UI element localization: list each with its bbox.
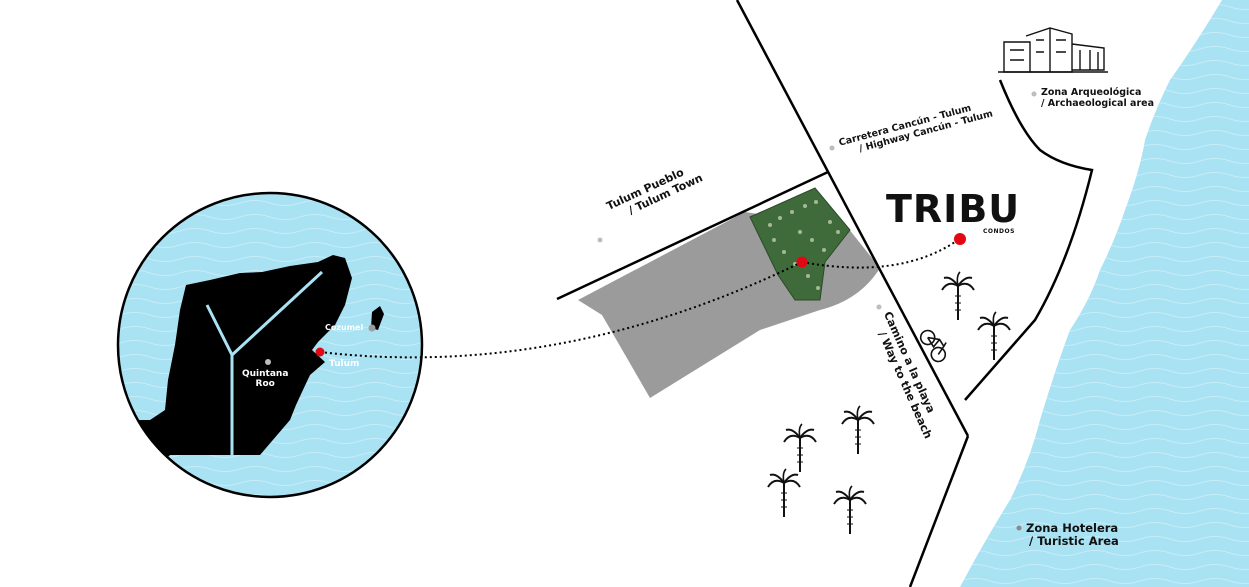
development-site: [749, 187, 851, 301]
bicycle-icon: [919, 329, 947, 363]
location-marker-icon: [796, 256, 808, 268]
site-texture: [768, 200, 840, 290]
palm-tree-icon: [783, 423, 817, 473]
island-label-cozumel: Cozumel: [325, 323, 364, 332]
cozumel-island: [371, 306, 384, 330]
palm-tree-icon: [941, 271, 975, 321]
location-marker-icon: [315, 347, 325, 357]
archaeological-label: Zona Arqueológica / Archaeological area: [1041, 87, 1154, 109]
label-dots: [597, 91, 1037, 531]
hotel-zone-label: Zona Hotelera / Turistic Area: [1026, 521, 1119, 549]
state-label: Quintana Roo: [242, 369, 289, 390]
archaeological-ruins-icon: [998, 27, 1108, 73]
brand-name: TRIBU: [886, 187, 1021, 231]
connector-lines: [319, 239, 959, 359]
location-marker-icon: [954, 233, 966, 245]
city-label-tulum: Tulum: [329, 359, 360, 369]
inset-map: [116, 191, 424, 499]
palm-tree-icon: [841, 405, 875, 455]
brand-subtitle: CONDOS: [983, 228, 1015, 235]
road-network: [556, 0, 1094, 587]
palm-tree-icon: [833, 485, 867, 535]
palm-tree-icon: [767, 468, 801, 518]
